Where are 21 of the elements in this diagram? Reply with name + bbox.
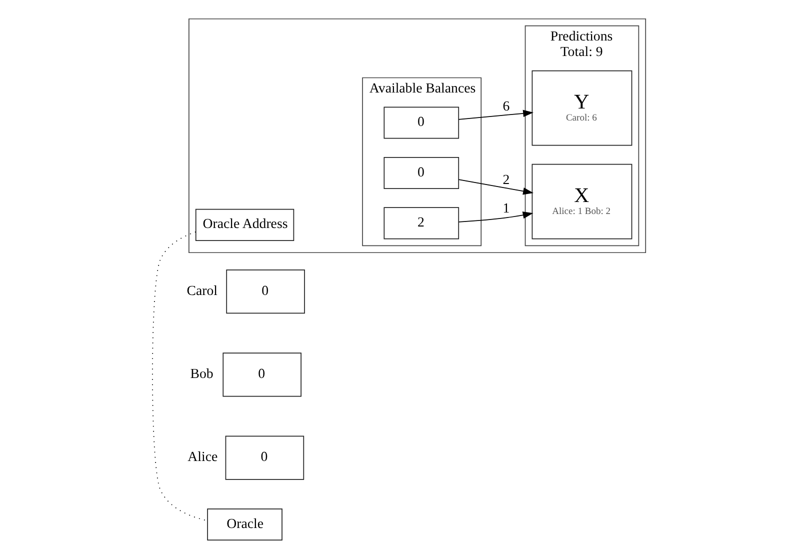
node-box: Oracle Address xyxy=(194,208,294,241)
node-label: Carol xyxy=(186,282,218,298)
connector xyxy=(152,231,208,522)
node-box: Oracle xyxy=(206,508,282,540)
node-box: 0 xyxy=(383,156,459,189)
node-box: Y Carol: 6 xyxy=(531,70,632,146)
arrow xyxy=(458,110,533,120)
edge-label: 1 xyxy=(502,200,510,216)
arrow xyxy=(458,212,533,222)
node-label: Alice xyxy=(187,449,218,464)
edge-label: 6 xyxy=(502,98,510,114)
node-label: Bob xyxy=(190,366,213,381)
node-box: 2 xyxy=(383,207,459,240)
node-box: 0 xyxy=(383,106,459,139)
node-box: X Alice: 1 Bob: 2 xyxy=(531,164,632,240)
cluster xyxy=(188,18,646,254)
node-box: 0 xyxy=(226,270,304,314)
edge-label: 2 xyxy=(502,172,510,188)
node-box: 0 xyxy=(222,352,301,397)
arrow xyxy=(458,179,533,195)
node-box: 0 xyxy=(224,436,304,480)
